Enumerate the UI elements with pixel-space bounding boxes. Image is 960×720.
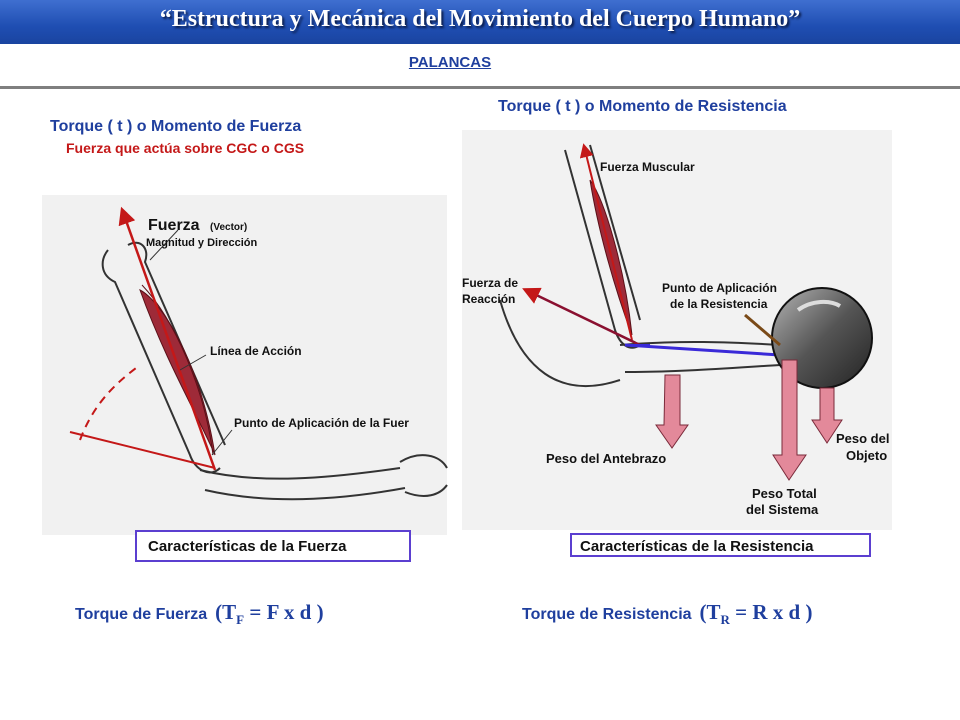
label-peso-total: Peso Total	[752, 486, 817, 501]
label-punto-aplicacion-r1: Punto de Aplicación	[662, 281, 777, 295]
label-fuerza: Fuerza	[148, 217, 200, 234]
right-arm-figure	[462, 130, 892, 530]
formula-label: Torque de Fuerza	[75, 606, 208, 623]
box-caracteristicas-fuerza: Características de la Fuerza	[135, 530, 411, 562]
formula-expression: (TF = F x d )	[215, 600, 324, 628]
formula-torque-resistencia: Torque de Resistencia (TR = R x d )	[522, 600, 812, 628]
label-fuerza-muscular: Fuerza Muscular	[600, 160, 695, 174]
right-heading: Torque ( t ) o Momento de Resistencia	[498, 98, 787, 115]
formula-label: Torque de Resistencia	[522, 606, 692, 623]
left-subheading: Fuerza que actúa sobre CGC o CGS	[66, 140, 305, 156]
label-fuerza-de: Fuerza de	[462, 276, 519, 290]
label-reaccion: Reacción	[462, 292, 516, 306]
label-del-sistema: del Sistema	[746, 502, 819, 517]
formula-expression: (TR = R x d )	[699, 600, 813, 628]
label-punto-aplicacion-r2: de la Resistencia	[670, 297, 768, 311]
label-punto-aplicacion: Punto de Aplicación de la Fuer	[234, 416, 409, 430]
divider	[0, 86, 960, 89]
slide-title: “Estructura y Mecánica del Movimiento de…	[159, 6, 801, 32]
label-peso-del: Peso del	[836, 431, 890, 446]
label-objeto: Objeto	[846, 448, 888, 463]
label-peso-antebrazo: Peso del Antebrazo	[546, 451, 667, 466]
label-vector: (Vector)	[210, 222, 248, 233]
title-bar	[0, 0, 960, 44]
box-caracteristicas-resistencia: Características de la Resistencia	[570, 533, 871, 557]
left-heading: Torque ( t ) o Momento de Fuerza	[50, 118, 302, 135]
formula-torque-fuerza: Torque de Fuerza (TF = F x d )	[75, 600, 324, 628]
label-linea-accion: Línea de Acción	[210, 344, 302, 358]
left-arm-figure	[42, 195, 448, 535]
label-magnitud: Magnitud y Dirección	[146, 237, 258, 249]
slide-subtitle: PALANCAS	[408, 54, 492, 71]
